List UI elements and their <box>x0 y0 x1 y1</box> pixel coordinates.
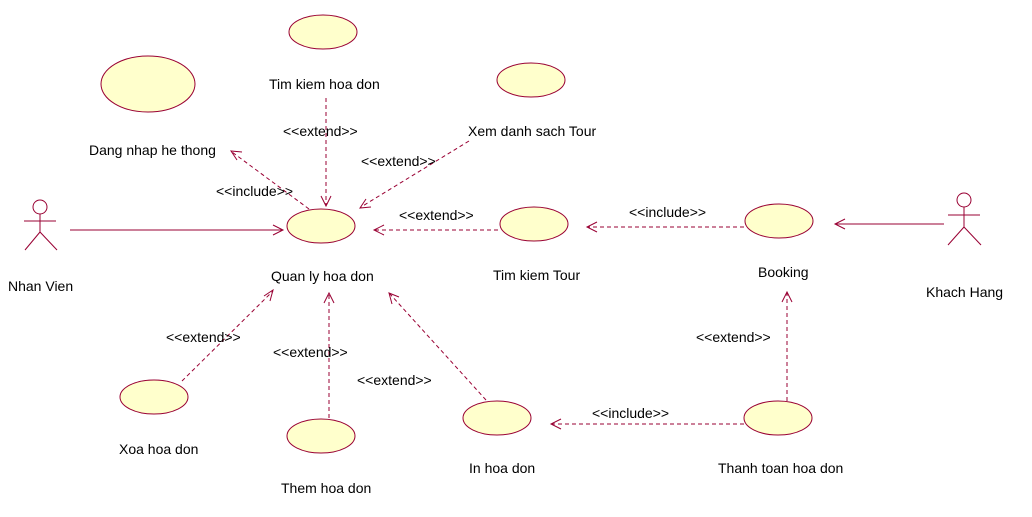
stereotype-include-2: <<include>> <box>629 204 706 220</box>
use-case-tim-kiem-tour-label: Tim kiem Tour <box>493 267 580 283</box>
use-case-dang-nhap-he-thong[interactable] <box>100 55 196 113</box>
actor-khach-hang[interactable] <box>947 192 982 246</box>
stereotype-extend-5: <<extend>> <box>273 344 348 360</box>
include-in-hoa-don <box>549 418 744 430</box>
extend-booking <box>781 290 793 401</box>
use-case-in-hoa-don[interactable] <box>462 400 532 436</box>
association-nhan-vien-quan-ly <box>70 224 285 236</box>
stereotype-include-1: <<include>> <box>216 183 293 199</box>
use-case-quan-ly-hoa-don-label: Quan ly hoa don <box>271 268 374 284</box>
use-case-xem-danh-sach-tour-label: Xem danh sach Tour <box>468 123 596 139</box>
include-tim-kiem-tour <box>585 221 744 233</box>
stereotype-extend-2: <<extend>> <box>361 153 436 169</box>
use-case-dang-nhap-he-thong-label: Dang nhap he thong <box>89 142 216 158</box>
use-case-in-hoa-don-label: In hoa don <box>469 460 535 476</box>
actor-khach-hang-label: Khach Hang <box>926 284 1003 300</box>
extend-them-hoa-don <box>323 291 335 418</box>
use-case-xem-danh-sach-tour[interactable] <box>496 62 566 98</box>
stereotype-extend-7: <<extend>> <box>696 329 771 345</box>
use-case-tim-kiem-tour[interactable] <box>499 206 569 242</box>
extend-tim-kiem-tour <box>372 224 498 236</box>
stereotype-include-3: <<include>> <box>592 405 669 421</box>
stereotype-extend-4: <<extend>> <box>166 329 241 345</box>
stereotype-extend-6: <<extend>> <box>357 372 432 388</box>
extend-xoa-hoa-don <box>181 288 274 382</box>
use-case-xoa-hoa-don[interactable] <box>119 379 189 415</box>
actor-nhan-vien[interactable] <box>24 199 58 251</box>
stereotype-extend-3: <<extend>> <box>399 207 474 223</box>
extend-in-hoa-don <box>388 292 487 401</box>
association-khach-hang-booking <box>833 218 944 230</box>
actor-nhan-vien-label: Nhan Vien <box>8 278 73 294</box>
use-case-booking[interactable] <box>744 203 814 239</box>
include-dang-nhap <box>230 150 310 210</box>
use-case-them-hoa-don-label: Them hoa don <box>281 480 371 496</box>
use-case-booking-label: Booking <box>758 264 809 280</box>
use-case-thanh-toan-hoa-don-label: Thanh toan hoa don <box>718 460 843 476</box>
use-case-tim-kiem-hoa-don[interactable] <box>288 14 358 50</box>
use-case-xoa-hoa-don-label: Xoa hoa don <box>119 441 198 457</box>
extend-xem-danh-sach-tour <box>359 140 470 209</box>
stereotype-extend-1: <<extend>> <box>283 123 358 139</box>
use-case-quan-ly-hoa-don[interactable] <box>286 208 356 244</box>
extend-tim-kiem-hoa-don <box>320 98 332 208</box>
use-case-thanh-toan-hoa-don[interactable] <box>743 400 813 436</box>
use-case-them-hoa-don[interactable] <box>286 418 356 454</box>
use-case-tim-kiem-hoa-don-label: Tim kiem hoa don <box>269 76 380 92</box>
